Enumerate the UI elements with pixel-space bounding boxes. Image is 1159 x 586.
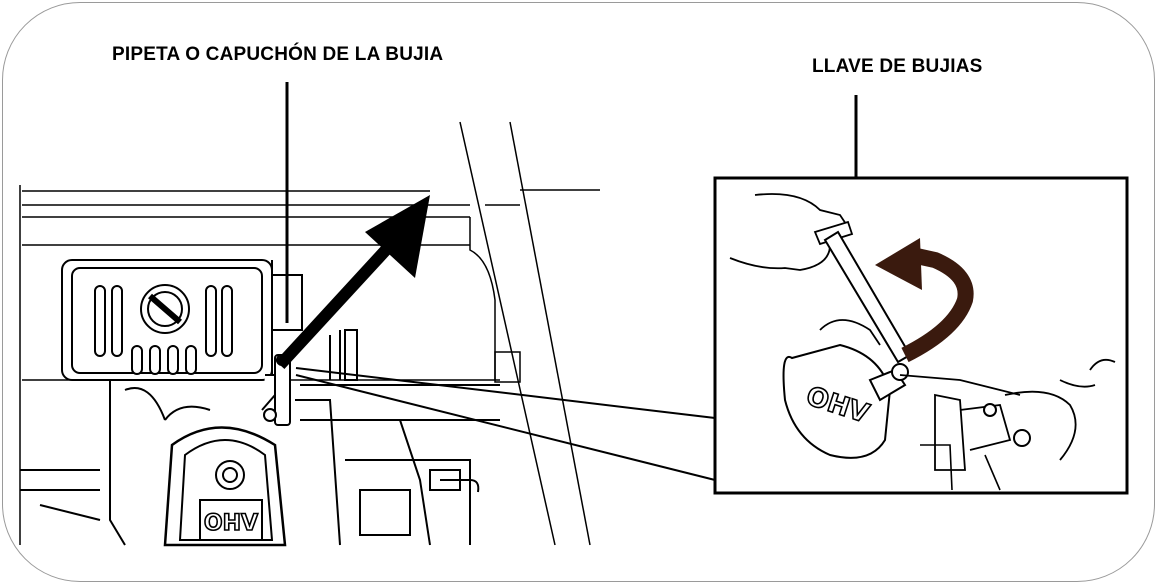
spark-plug-cap: [261, 344, 301, 426]
engine-cover-text: OHV: [204, 511, 258, 536]
inset-panel: OHV: [713, 176, 1129, 495]
engine-lower-body: OHV: [20, 329, 500, 547]
spark-plug-wrench-label: LLAVE DE BUJIAS: [812, 56, 983, 77]
air-filter-box: [61, 259, 303, 381]
removal-arrow: [275, 195, 430, 370]
callout-wedge: [295, 367, 716, 481]
rotation-arrow-icon: [875, 238, 974, 363]
spark-plug-cap-label: PIPETA O CAPUCHÓN DE LA BUJIA: [112, 44, 444, 65]
